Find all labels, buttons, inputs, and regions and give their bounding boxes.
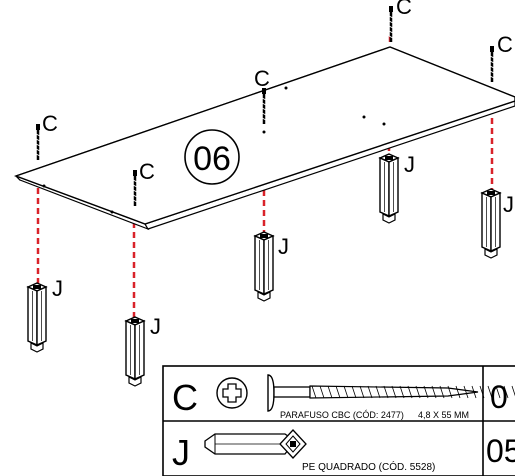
part-letter: J bbox=[172, 432, 190, 473]
foot-label-j: J bbox=[52, 276, 63, 301]
step-number: 06 bbox=[193, 140, 231, 178]
parts-table: C PARAFUSO CBC (CÓD: 2477) 4,8 X 55 MM 0… bbox=[162, 365, 515, 476]
screw-c-icon bbox=[34, 122, 42, 162]
parts-row-screw: C PARAFUSO CBC (CÓD: 2477) 4,8 X 55 MM 0 bbox=[172, 374, 515, 420]
screw-side-icon bbox=[267, 374, 515, 412]
screw-label-c: C bbox=[497, 32, 513, 57]
screw-label-c: C bbox=[254, 66, 270, 91]
parts-row-foot: J PE QUADRADO (CÓD. 5528) 05 bbox=[172, 429, 515, 473]
screw-label-c: C bbox=[139, 159, 155, 184]
part-description: PE QUADRADO (CÓD. 5528) bbox=[302, 460, 435, 473]
screw-label-c: C bbox=[42, 111, 58, 136]
screw-c-icon bbox=[488, 44, 496, 84]
part-letter: C bbox=[172, 377, 198, 418]
phillips-head-icon bbox=[216, 377, 248, 409]
foot-label-j: J bbox=[278, 234, 289, 259]
foot-label-j: J bbox=[503, 192, 514, 217]
part-quantity: 0 bbox=[490, 379, 508, 415]
foot-label-j: J bbox=[404, 152, 415, 177]
part-description: PARAFUSO CBC (CÓD: 2477) bbox=[280, 410, 404, 420]
screw-label-c: C bbox=[396, 0, 412, 19]
step-badge: 06 bbox=[184, 129, 240, 185]
part-quantity: 05 bbox=[486, 433, 515, 469]
square-foot-j-icon bbox=[379, 153, 399, 224]
part-size: 4,8 X 55 MM bbox=[418, 410, 469, 420]
square-foot-side-icon bbox=[204, 429, 307, 459]
foot-label-j: J bbox=[150, 314, 161, 339]
square-foot-j-icon bbox=[481, 188, 501, 259]
square-foot-j-icon bbox=[125, 316, 145, 387]
square-foot-j-icon bbox=[254, 231, 274, 302]
screw-c-icon bbox=[387, 4, 395, 44]
table-top-panel bbox=[13, 46, 515, 231]
square-foot-j-icon bbox=[27, 282, 47, 353]
